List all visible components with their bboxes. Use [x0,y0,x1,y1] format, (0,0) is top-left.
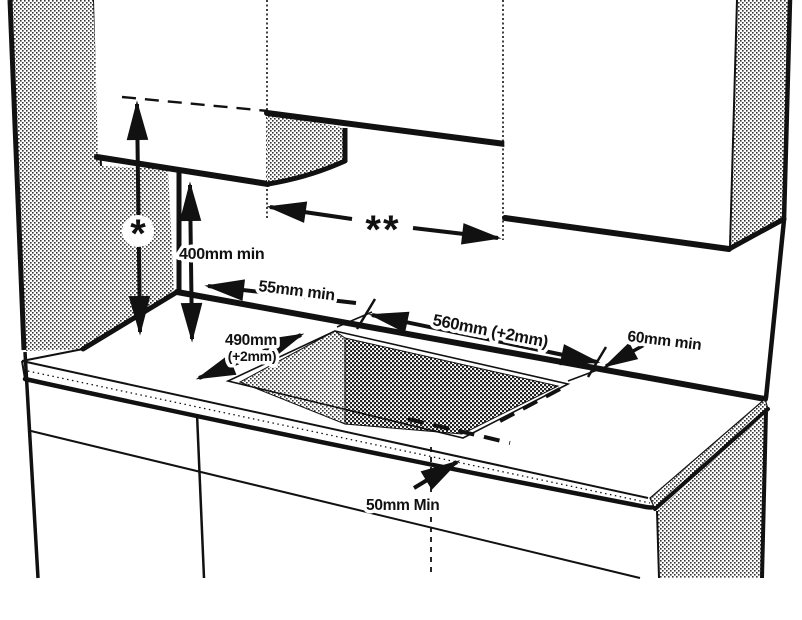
label-490mm-tolerance: (+2mm) [228,348,276,364]
base-cabinets [23,351,768,579]
side-clearance-arrow [603,342,647,368]
dimension-arrows [126,100,647,490]
cutout-rim [225,330,571,439]
star-note: * [130,212,146,256]
double-star-note: ** [365,208,400,252]
front-clearance-arrow [412,460,461,490]
label-490mm: 490mm [225,332,277,349]
hood-height-dashed-line [121,95,269,113]
cabinet-clearance-arrow [179,181,203,343]
right-wall-corner-line [763,0,793,399]
note-symbols: * ** [122,205,402,259]
cabinet-front-line [30,430,641,579]
base-cabinet-side-panel [657,412,767,578]
cutout-width-arrow [368,311,601,366]
star-note-badge [122,215,154,247]
hood-recess [264,110,508,187]
upper-cabinet-right [502,0,793,399]
rear-clearance-arrow [204,279,357,305]
label-400mm: 400mm min [179,246,264,263]
label-50mm: 50mm Min [366,497,439,514]
